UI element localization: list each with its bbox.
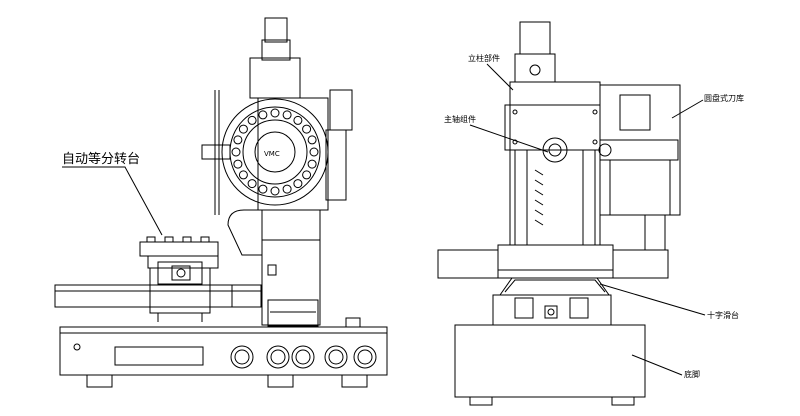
left-front-view: VMC 自动等分转台 [54, 17, 388, 388]
right-column [509, 21, 601, 246]
leader-spindle [469, 124, 549, 153]
left-rail [54, 284, 262, 308]
tool-pocket [238, 170, 248, 180]
leader-base [631, 354, 683, 376]
leader-tool-magazine [671, 99, 704, 119]
tool-pocket [258, 184, 268, 194]
tool-pocket [293, 179, 303, 189]
left-head [201, 17, 353, 211]
rotary-table [139, 236, 219, 322]
tool-pocket [309, 147, 319, 157]
right-spindle-head [504, 104, 601, 163]
vmc-logo: VMC [264, 150, 280, 158]
leader-column [486, 63, 514, 91]
label-column: 立柱部件 [468, 53, 500, 63]
tool-pocket [307, 135, 317, 145]
label-cross-slide: 十字滑台 [707, 310, 739, 320]
label-tool-magazine: 圆盘式刀库 [704, 93, 744, 103]
tool-pocket [293, 115, 303, 125]
leader-cross-slide [599, 283, 706, 316]
cross-slide [492, 277, 612, 326]
tool-pocket [302, 170, 312, 180]
tool-magazine-disk: VMC [214, 90, 329, 215]
tool-pocket [302, 124, 312, 134]
tool-pocket [270, 108, 280, 118]
tool-pocket [233, 159, 243, 169]
tool-pocket [270, 186, 280, 196]
right-side-view: 立柱部件 主轴组件 圆盘式刀库 十字滑台 底脚 [437, 21, 744, 406]
tool-pocket [282, 110, 292, 120]
tool-pocket [238, 124, 248, 134]
left-base [59, 317, 388, 388]
left-column [227, 209, 321, 327]
tool-pocket [307, 159, 317, 169]
right-bed [437, 244, 669, 279]
label-base: 底脚 [684, 369, 700, 379]
tool-pocket [258, 110, 268, 120]
tool-pocket [282, 184, 292, 194]
label-spindle: 主轴组件 [444, 114, 476, 124]
label-rotary-table: 自动等分转台 [62, 151, 140, 167]
leader-rotary-table [62, 166, 163, 236]
tool-pocket [247, 115, 257, 125]
tool-pocket [233, 135, 243, 145]
right-base [454, 324, 646, 406]
right-magazine [598, 84, 681, 251]
tool-pocket [247, 179, 257, 189]
tool-pocket [231, 147, 241, 157]
